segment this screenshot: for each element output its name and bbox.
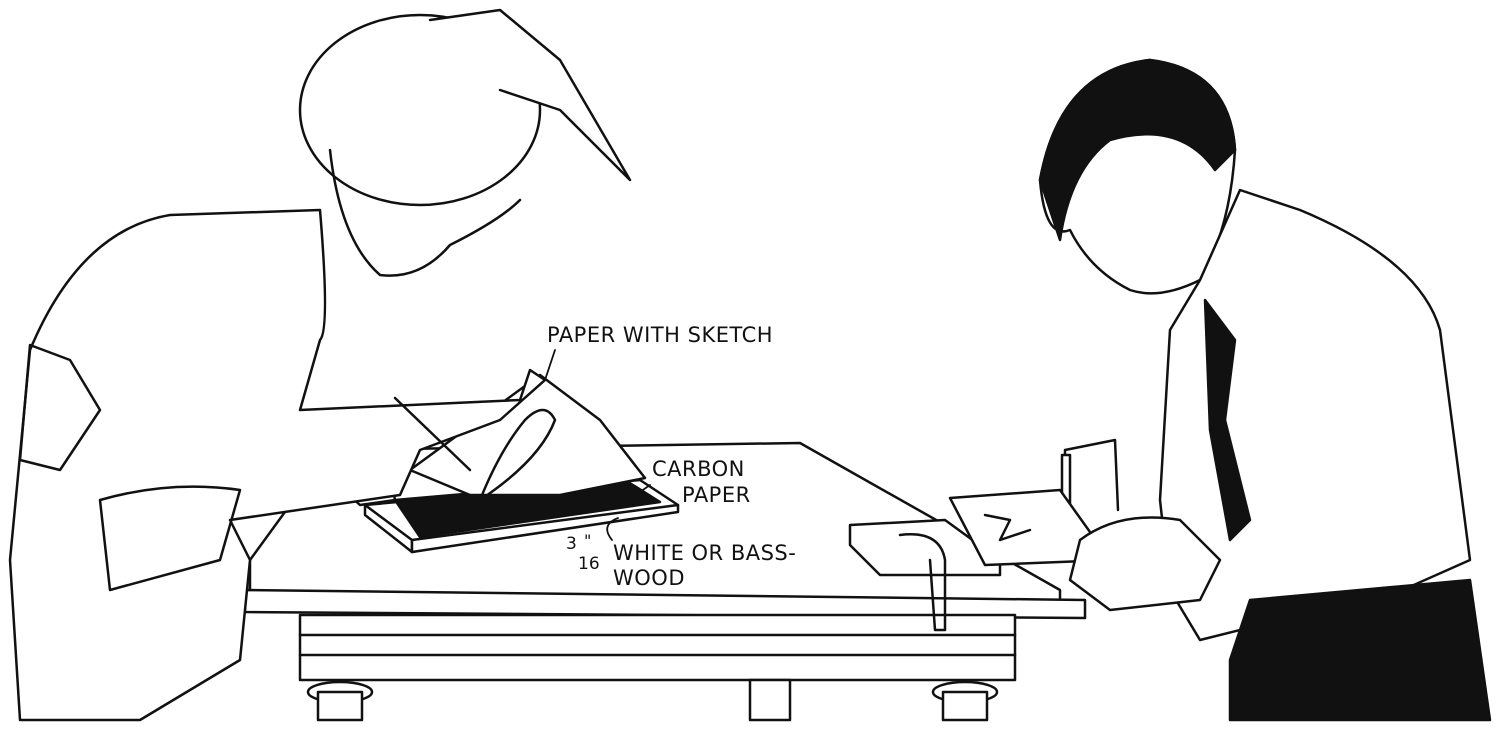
coping-saw	[848, 438, 1120, 632]
woman-figure	[8, 8, 632, 722]
label-thickness-numerator: 3	[566, 534, 577, 554]
label-wood: WOOD	[613, 566, 685, 590]
label-thickness-denominator: 16	[578, 554, 600, 574]
label-thickness-unit: "	[584, 531, 592, 550]
label-carbon: CARBON	[652, 457, 745, 481]
leader-lines	[544, 349, 651, 541]
board-stack	[313, 373, 680, 554]
label-carbon-paper: PAPER	[682, 483, 751, 507]
label-wood-type: WHITE OR BASS-	[613, 541, 797, 565]
man-figure	[1038, 58, 1492, 722]
label-paper-with-sketch: PAPER WITH SKETCH	[547, 323, 774, 347]
